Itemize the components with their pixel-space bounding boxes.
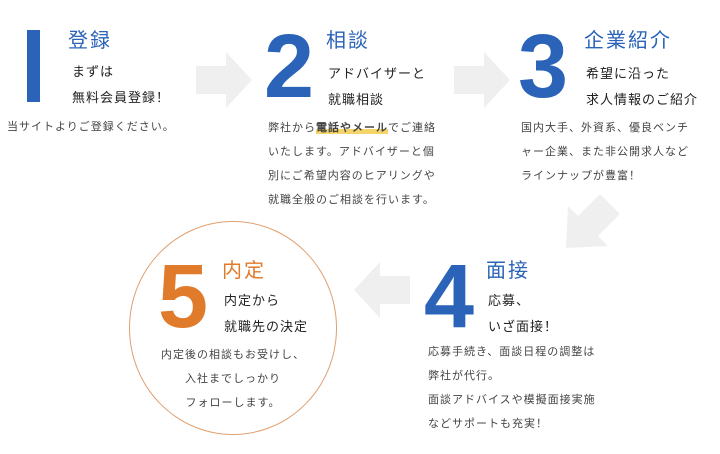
step-sub: まずは xyxy=(72,65,115,80)
step-desc: 入社までしっかり xyxy=(185,372,281,385)
step-desc: 応募手続き、面談日程の調整は xyxy=(428,345,596,358)
step-5-circle xyxy=(129,221,337,435)
step-desc: ラインナップが豊富！ xyxy=(521,169,641,182)
step-sub: 就職相談 xyxy=(328,93,385,108)
step-number: 5 xyxy=(158,247,209,347)
step-number: 4 xyxy=(424,247,475,347)
step-desc: 就職全般のご相談を行います。 xyxy=(268,193,435,206)
arrow-down-left-icon xyxy=(566,194,620,248)
step-sub: いざ面接！ xyxy=(488,320,559,335)
step-desc: 国内大手、外資系、優良ベンチ xyxy=(521,121,689,134)
step-sub: 無料会員登録！ xyxy=(72,91,171,106)
step-desc: 面談アドバイスや模擬面接実施 xyxy=(428,393,596,406)
arrow-right-icon xyxy=(196,52,252,108)
step-title: 登録 xyxy=(68,28,112,52)
step-desc: 内定後の相談もお受けし、 xyxy=(161,348,305,361)
step-desc: ャー企業、また非公開求人など xyxy=(521,145,689,158)
step-title: 相談 xyxy=(326,28,370,52)
step-sub: 希望に沿った xyxy=(586,67,671,82)
step-desc: などサポートも充実！ xyxy=(428,417,548,430)
step-desc: 弊社から電話やメールでご連絡 xyxy=(268,116,436,140)
highlight-text: 電話やメール xyxy=(316,121,388,134)
desc-text: でご連絡 xyxy=(388,121,436,134)
step-sub: 内定から xyxy=(224,294,281,309)
step-desc: フォローします。 xyxy=(185,396,281,409)
step-desc: 別にご希望内容のヒアリングや xyxy=(268,169,436,182)
step-title: 企業紹介 xyxy=(584,28,672,52)
step-desc: 当サイトよりご登録ください。 xyxy=(7,120,175,133)
step-sub: 求人情報のご紹介 xyxy=(586,93,699,108)
step-title: 内定 xyxy=(222,258,266,282)
step-sub: アドバイザーと xyxy=(328,67,427,82)
step-number: 2 xyxy=(264,17,315,117)
arrow-left-icon xyxy=(354,262,410,318)
desc-text: 弊社から xyxy=(268,121,316,134)
step-title: 面接 xyxy=(486,258,530,282)
step-sub: 応募、 xyxy=(488,294,531,309)
step-number-1 xyxy=(27,30,40,102)
step-number: 3 xyxy=(518,17,569,117)
arrow-right-icon xyxy=(454,52,510,108)
step-desc: いたします。アドバイザーと個 xyxy=(268,145,435,158)
step-sub: 就職先の決定 xyxy=(224,320,309,335)
step-desc: 弊社が代行。 xyxy=(428,369,500,382)
